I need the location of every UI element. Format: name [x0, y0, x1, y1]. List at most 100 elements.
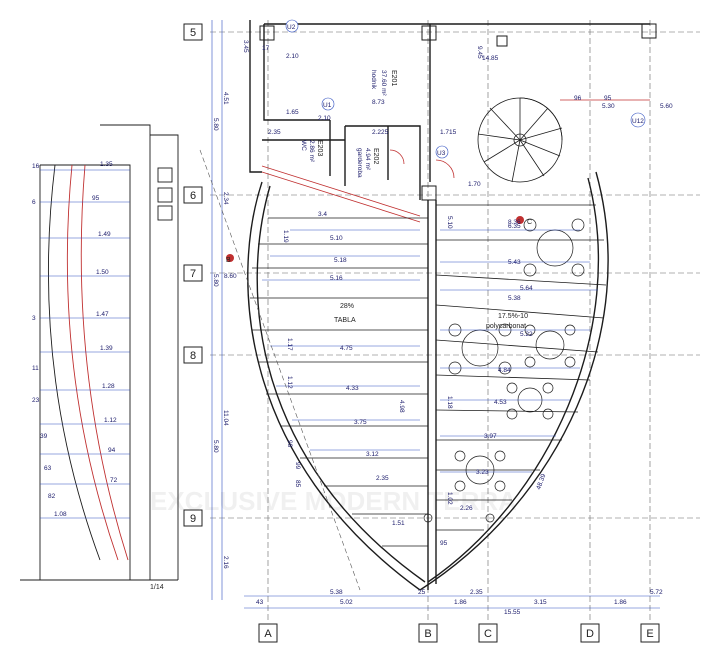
svg-text:85: 85: [294, 480, 301, 488]
svg-text:2.34: 2.34: [222, 192, 229, 205]
svg-text:8: 8: [190, 350, 196, 362]
svg-text:1.19: 1.19: [282, 230, 289, 243]
terrace-left-boards: [250, 217, 428, 547]
svg-text:garderoba: garderoba: [356, 148, 363, 178]
svg-text:A: A: [264, 628, 272, 640]
svg-text:95: 95: [604, 95, 612, 102]
svg-text:1.50: 1.50: [96, 269, 109, 276]
svg-text:1.08: 1.08: [54, 511, 67, 518]
section-line: [199, 149, 361, 591]
svg-text:1.51: 1.51: [392, 520, 405, 527]
svg-text:2.16: 2.16: [222, 556, 229, 569]
watermark: EXCLUSIVE MODERN TERRA: [150, 486, 517, 516]
svg-text:8.36: 8.36: [508, 219, 521, 226]
terrace-outline: [247, 171, 609, 591]
svg-text:16: 16: [32, 163, 40, 170]
tag-u3: U3: [435, 145, 449, 159]
svg-text:5.02: 5.02: [340, 599, 353, 606]
svg-text:1.12: 1.12: [104, 417, 117, 424]
svg-text:WC: WC: [300, 140, 307, 151]
svg-text:1.65: 1.65: [286, 109, 299, 116]
svg-text:17: 17: [262, 45, 270, 52]
svg-text:E203: E203: [316, 140, 323, 156]
svg-text:2.35: 2.35: [470, 589, 483, 596]
svg-text:95: 95: [440, 540, 448, 547]
svg-text:5.16: 5.16: [330, 275, 343, 282]
grid-bubble-col-a: A: [258, 623, 278, 643]
svg-text:U1: U1: [323, 102, 332, 109]
grid-bubble-col-b: B: [418, 623, 438, 643]
terrace-dimension-lines: [244, 229, 660, 609]
svg-text:B: B: [226, 257, 231, 264]
svg-text:hodnik: hodnik: [370, 70, 377, 90]
spiral-stair: [477, 97, 563, 183]
svg-text:4.53: 4.53: [494, 399, 507, 406]
svg-text:4.75: 4.75: [340, 345, 353, 352]
svg-text:11.04: 11.04: [222, 410, 229, 426]
top-dimension-labels: 2.10 8.73 1.65 2.10 1.715 2.35 2.225 14.…: [262, 45, 673, 230]
ramp-material: TABLA: [334, 317, 356, 324]
svg-text:E: E: [646, 628, 653, 640]
svg-text:48.39: 48.39: [535, 473, 547, 491]
svg-text:2.10: 2.10: [286, 53, 299, 60]
bottom-dimension-labels: 5.38 5.02 1.86 3.15 1.86 5.72 2.35 15.55…: [256, 589, 663, 616]
ramp-percent: 28%: [340, 303, 354, 310]
svg-text:9: 9: [190, 513, 196, 525]
svg-text:U2: U2: [287, 24, 296, 31]
svg-text:5: 5: [190, 27, 196, 39]
svg-text:5.43: 5.43: [508, 259, 521, 266]
svg-text:5.64: 5.64: [520, 285, 533, 292]
svg-text:D: D: [586, 628, 594, 640]
svg-text:3.4: 3.4: [318, 211, 327, 218]
svg-text:3: 3: [32, 315, 36, 322]
svg-text:6: 6: [190, 190, 196, 202]
upper-rooms-red: [261, 99, 650, 223]
svg-text:98: 98: [286, 440, 293, 448]
svg-text:C: C: [527, 219, 532, 226]
svg-text:U12: U12: [632, 118, 644, 125]
room-e203-label: E203 2.86 m² WC: [300, 140, 323, 163]
svg-text:5.72: 5.72: [650, 589, 663, 596]
svg-text:1.86: 1.86: [454, 599, 467, 606]
svg-text:39: 39: [40, 433, 48, 440]
svg-text:8.73: 8.73: [372, 99, 385, 106]
grid-bubble-row-6: 6: [183, 186, 203, 204]
svg-text:5.30: 5.30: [602, 103, 615, 110]
svg-text:96: 96: [574, 95, 582, 102]
svg-text:5.38: 5.38: [508, 295, 521, 302]
svg-text:2.10: 2.10: [318, 115, 331, 122]
svg-text:2.26: 2.26: [460, 505, 473, 512]
svg-text:5.10: 5.10: [446, 216, 453, 229]
svg-text:3.23: 3.23: [476, 469, 489, 476]
grid-column-bubbles: A B C D E: [258, 623, 660, 643]
grid-row-bubbles: 5 6 7 8 9: [183, 23, 203, 527]
misc-dimension-labels: 8.60 1.19 1.17 1.12 98 99 85 1.18 4.98 4…: [224, 216, 548, 505]
marker-c: C: [516, 216, 532, 226]
grid-bubble-row-7: 7: [183, 264, 203, 282]
svg-text:2.35: 2.35: [268, 129, 281, 136]
svg-text:C: C: [484, 628, 492, 640]
svg-text:1.35: 1.35: [100, 161, 113, 168]
svg-text:25: 25: [418, 589, 426, 596]
svg-text:7: 7: [190, 268, 196, 280]
svg-text:1.39: 1.39: [100, 345, 113, 352]
svg-text:3.75: 3.75: [354, 419, 367, 426]
svg-text:5.80: 5.80: [212, 274, 219, 287]
svg-text:72: 72: [110, 477, 118, 484]
svg-text:2.86 m²: 2.86 m²: [308, 140, 315, 163]
svg-text:3.12: 3.12: [366, 451, 379, 458]
tag-u12: U12: [630, 112, 646, 128]
roof-material: polycarbonat: [486, 323, 526, 330]
svg-text:3.97: 3.97: [484, 433, 497, 440]
svg-text:94: 94: [108, 447, 116, 454]
right-chord-labels: 8.36 5.43 5.64 5.38 5.22 4.84 4.53 3.97 …: [460, 219, 533, 512]
room-e202-label: E202 4.94 m² garderoba: [356, 148, 379, 178]
svg-text:1.715: 1.715: [440, 129, 457, 136]
grid-bubble-col-d: D: [580, 623, 600, 643]
svg-text:6.35: 6.35: [508, 223, 521, 230]
svg-text:5.80: 5.80: [212, 118, 219, 131]
svg-text:5.38: 5.38: [330, 589, 343, 596]
svg-text:1.18: 1.18: [446, 396, 453, 409]
grid-bubble-row-9: 9: [183, 509, 203, 527]
